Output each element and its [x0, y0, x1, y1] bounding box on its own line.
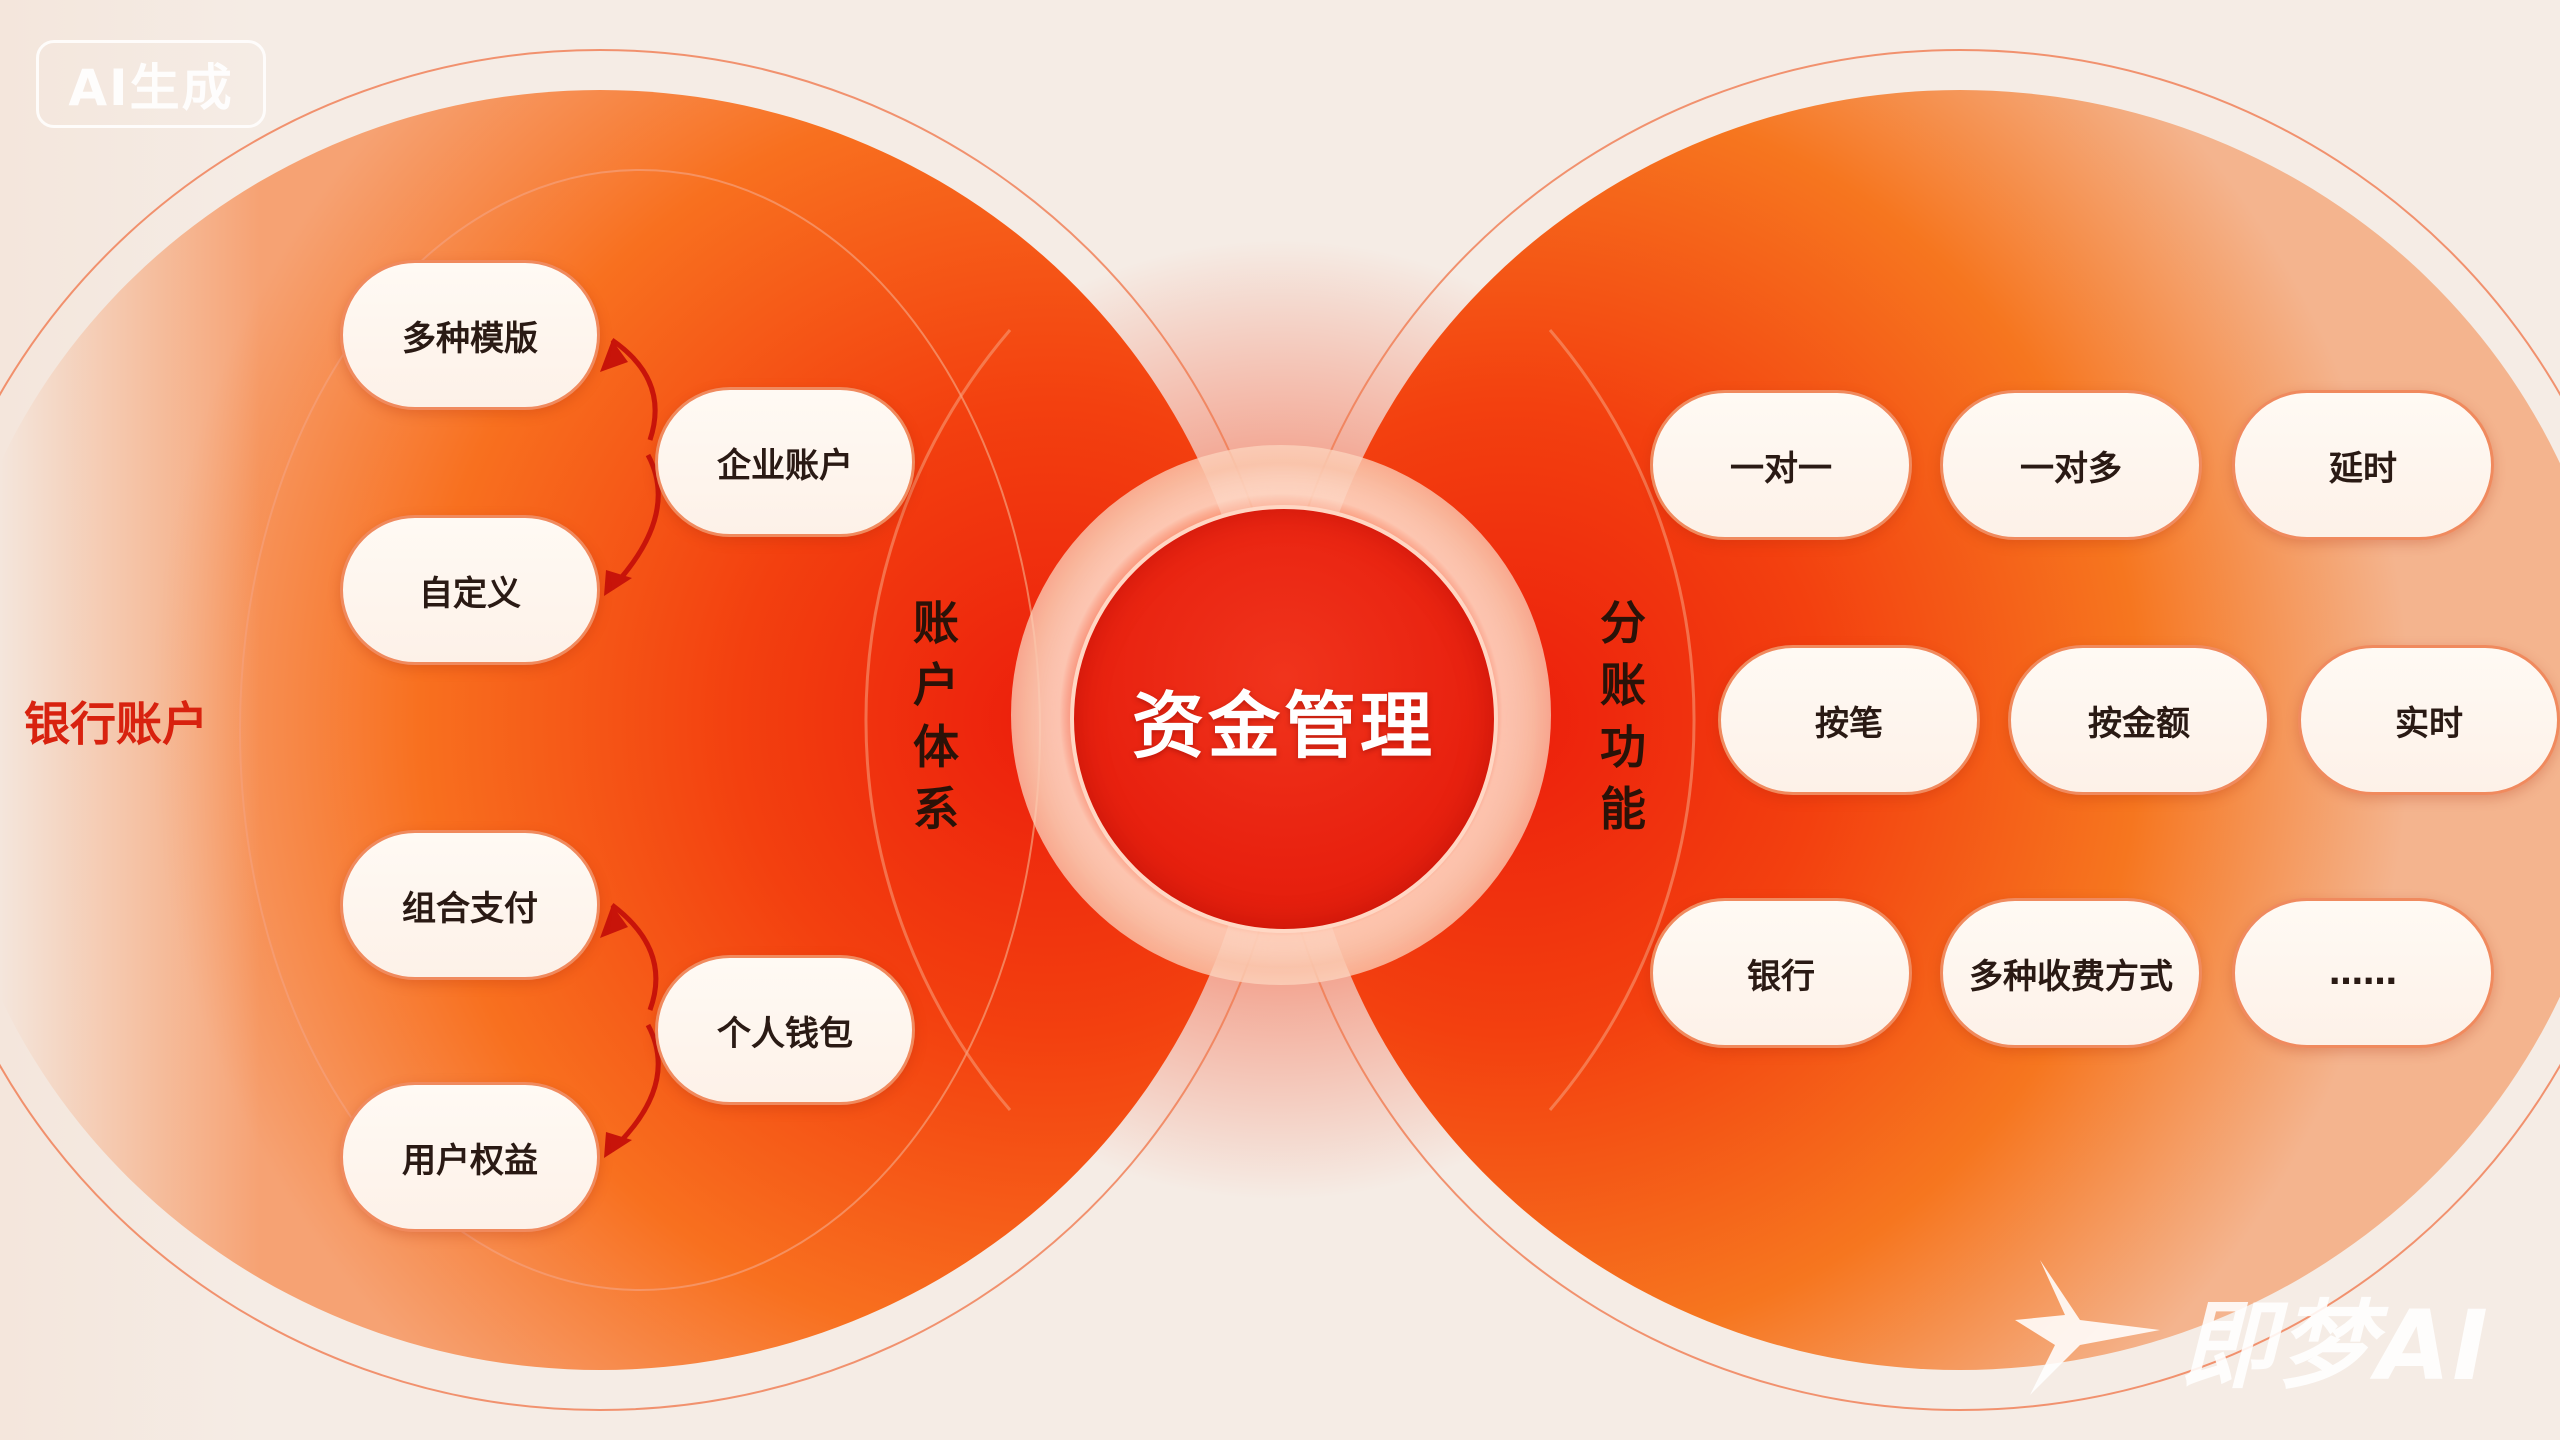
node-multiple-fee-modes: 多种收费方式 [1940, 898, 2202, 1048]
node-personal-wallet: 个人钱包 [655, 955, 915, 1105]
node-delayed: 延时 [2232, 390, 2494, 540]
watermark-star-icon [2015, 1260, 2160, 1395]
left-section-title: 银行账户 [24, 697, 208, 751]
watermark-text: 即梦AI [2180, 1290, 2491, 1402]
node-bank: 银行 [1650, 898, 1912, 1048]
ai-generated-badge: AI生成 [36, 40, 266, 128]
node-combined-payment: 组合支付 [340, 830, 600, 980]
node-real-time: 实时 [2298, 645, 2560, 795]
left-vertical-label: 账 户 体 系 [913, 596, 959, 836]
node-one-to-one: 一对一 [1650, 390, 1912, 540]
node-custom: 自定义 [340, 515, 600, 665]
node-per-transaction: 按笔 [1718, 645, 1980, 795]
node-more: …… [2232, 898, 2494, 1048]
node-user-benefits: 用户权益 [340, 1082, 600, 1232]
center-title: 资金管理 [1131, 683, 1436, 768]
node-multi-template: 多种模版 [340, 260, 600, 410]
right-vertical-label: 分 账 功 能 [1600, 596, 1646, 836]
node-enterprise-account: 企业账户 [655, 387, 915, 537]
node-one-to-many: 一对多 [1940, 390, 2202, 540]
watermark: 即梦AI [2010, 1250, 2530, 1402]
node-by-amount: 按金额 [2008, 645, 2270, 795]
center-node: 资金管理 [1070, 505, 1498, 933]
